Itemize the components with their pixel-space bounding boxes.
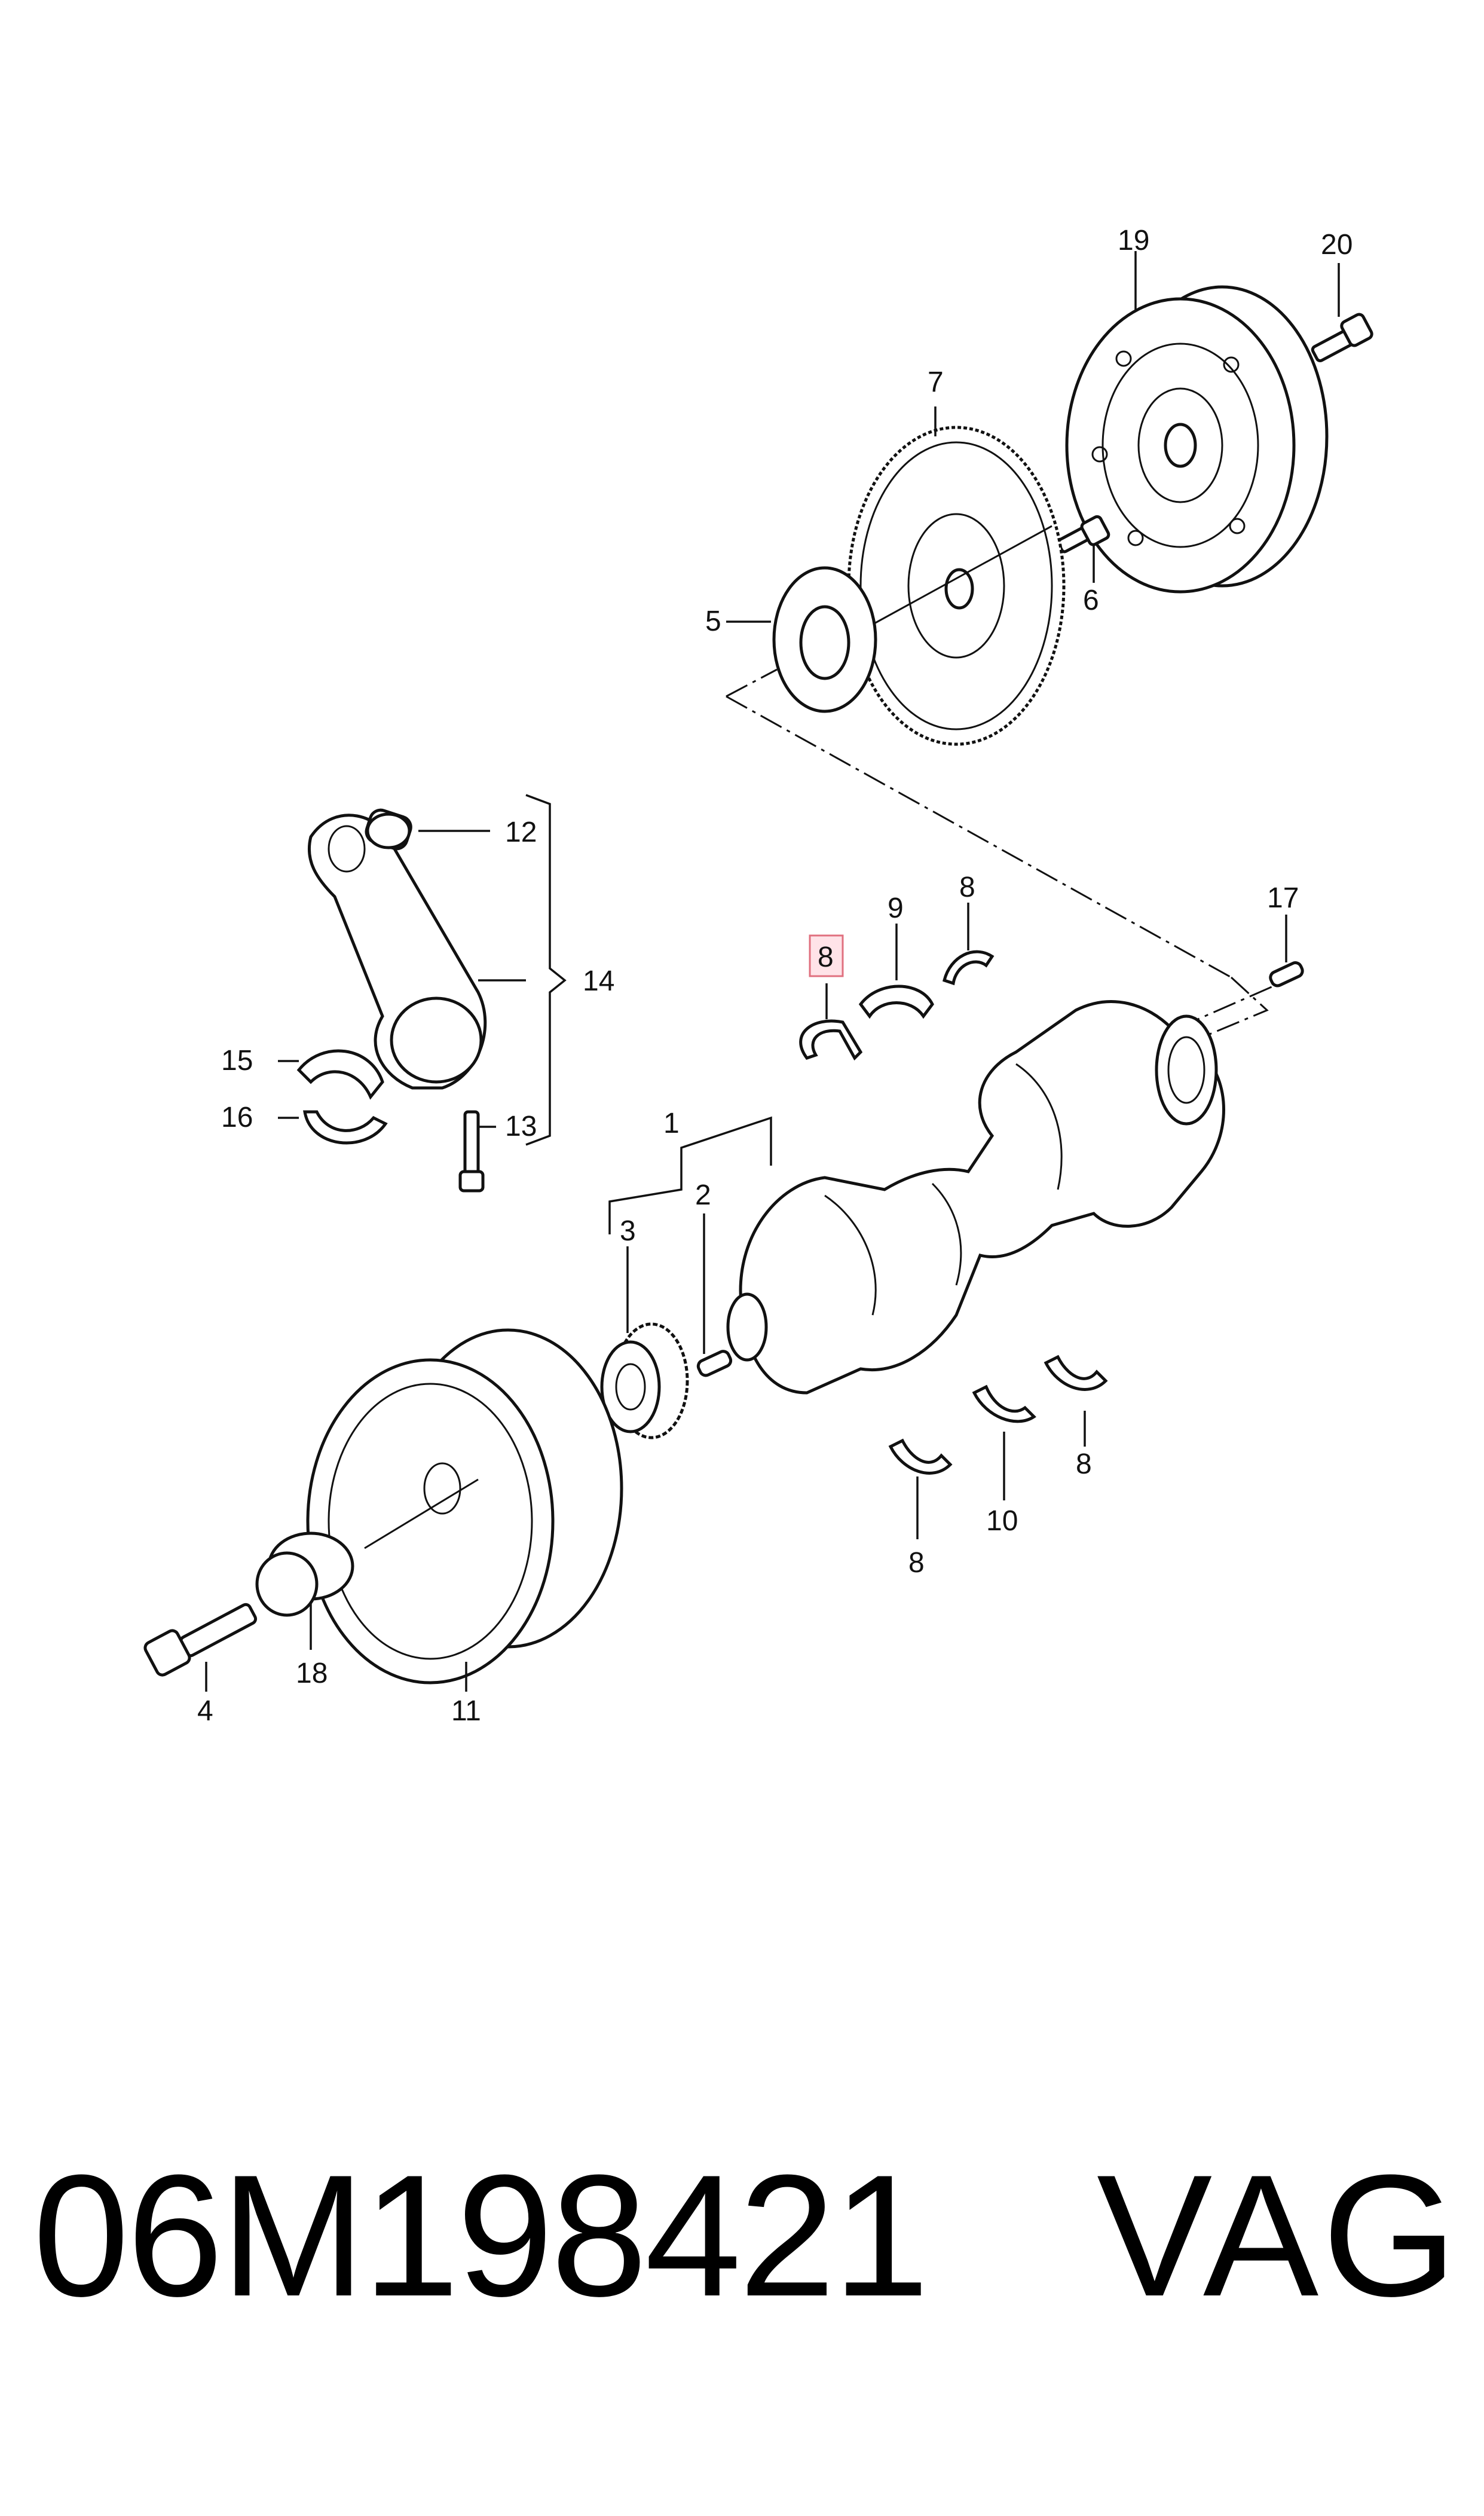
highlight-box <box>809 934 844 977</box>
assembly-axis-lines <box>726 668 1274 1041</box>
leader-lines <box>205 251 1340 1692</box>
small-end-bush <box>366 812 411 849</box>
callout-8-top: 8 <box>959 872 975 903</box>
thrust-washer-bottom <box>888 1438 953 1475</box>
main-bearing-shell-9 <box>858 985 934 1019</box>
callout-5: 5 <box>705 606 721 637</box>
thrust-washer-highlighted <box>799 1019 863 1061</box>
callout-17: 17 <box>1267 882 1299 914</box>
callout-8-right: 8 <box>1076 1448 1092 1480</box>
callout-16: 16 <box>221 1102 253 1133</box>
crank-pin-2 <box>696 1350 733 1377</box>
connecting-rod <box>307 808 487 1090</box>
callout-18: 18 <box>296 1658 328 1689</box>
flywheel-bolt-20 <box>1311 313 1373 362</box>
conrod-bearing-lower <box>303 1110 388 1145</box>
thrust-washer-right <box>1044 1355 1108 1391</box>
callout-4: 4 <box>197 1695 213 1727</box>
dowel-pin <box>1269 961 1304 988</box>
callout-12: 12 <box>505 817 537 848</box>
crankshaft <box>726 1000 1225 1395</box>
vibration-damper-pulley <box>306 1328 623 1685</box>
conrod-bolt <box>458 1110 485 1193</box>
bracket-1 <box>608 1116 772 1234</box>
callout-10: 10 <box>986 1505 1018 1537</box>
callout-1: 1 <box>663 1108 680 1139</box>
pulley-central-bolt <box>143 1603 258 1677</box>
main-bearing-shell-10 <box>972 1384 1036 1423</box>
footer-caption: 06M198421 VAG <box>33 2139 1457 2332</box>
flywheel-ring-gear <box>847 426 1066 746</box>
callout-15: 15 <box>221 1045 253 1077</box>
shim-plate <box>772 566 877 713</box>
flywheel-bolt-6 <box>1057 515 1110 554</box>
bracket-14 <box>525 794 567 1146</box>
pulley-washer <box>255 1531 354 1617</box>
crank-sprocket <box>600 1322 689 1439</box>
callout-7: 7 <box>928 366 944 398</box>
callout-8-highlighted: 8 <box>818 941 834 973</box>
callout-19: 19 <box>1118 225 1149 256</box>
brand-name: VAG <box>1097 2139 1461 2332</box>
callout-3: 3 <box>620 1215 636 1247</box>
callout-9: 9 <box>888 892 904 924</box>
callout-8-bottom: 8 <box>908 1547 925 1579</box>
callout-11: 11 <box>451 1695 481 1727</box>
callout-20: 20 <box>1321 229 1353 261</box>
dual-mass-flywheel <box>1065 285 1329 594</box>
part-number: 06M198421 <box>33 2139 929 2332</box>
callout-6: 6 <box>1083 585 1099 616</box>
callout-13: 13 <box>505 1111 537 1142</box>
callout-2: 2 <box>695 1179 711 1211</box>
callout-numbers: 19 20 7 6 5 12 14 15 16 13 8 9 8 17 1 2 … <box>197 225 1353 1727</box>
callout-14: 14 <box>583 965 614 997</box>
conrod-bearing-upper <box>296 1049 384 1100</box>
thrust-washer-top <box>943 950 995 986</box>
